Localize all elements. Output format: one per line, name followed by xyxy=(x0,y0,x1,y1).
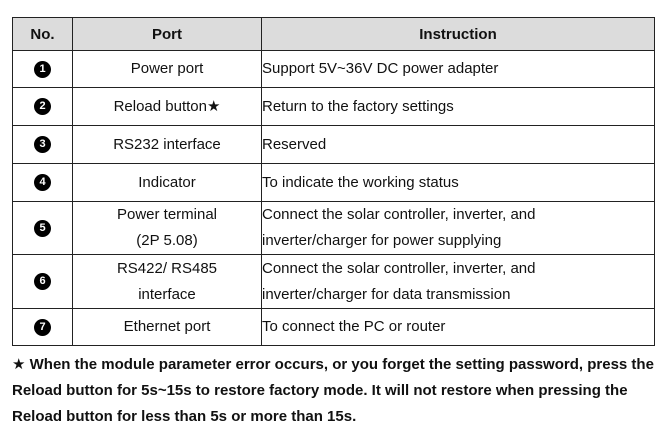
table-row: 1 Power port Support 5V~36V DC power ada… xyxy=(12,50,655,88)
table-row: 5 Power terminal(2P 5.08) Connect the so… xyxy=(12,201,655,255)
star-icon: ★ xyxy=(12,356,26,373)
port-name: RS232 interface xyxy=(72,125,262,164)
port-instruction: Return to the factory settings xyxy=(261,87,655,126)
port-name: Reload button★ xyxy=(72,87,262,126)
number-badge: 1 xyxy=(34,60,51,78)
number-badge: 3 xyxy=(34,136,51,154)
port-name: Ethernet port xyxy=(72,308,262,346)
header-no: No. xyxy=(12,17,73,51)
port-instruction: Connect the solar controller, inverter, … xyxy=(261,254,655,309)
table-row: 3 RS232 interface Reserved xyxy=(12,125,655,164)
table-row: 4 Indicator To indicate the working stat… xyxy=(12,163,655,202)
number-badge: 7 xyxy=(34,318,51,336)
port-instruction: Support 5V~36V DC power adapter xyxy=(261,50,655,88)
header-port: Port xyxy=(72,17,262,51)
footnote-text: When the module parameter error occurs, … xyxy=(12,356,654,425)
port-name: Indicator xyxy=(72,163,262,202)
table-row: 7 Ethernet port To connect the PC or rou… xyxy=(12,308,655,346)
number-badge: 6 xyxy=(34,273,51,291)
port-instruction: Connect the solar controller, inverter, … xyxy=(261,201,655,255)
table-row: 2 Reload button★ Return to the factory s… xyxy=(12,87,655,126)
number-badge: 4 xyxy=(34,174,51,192)
port-instruction: To indicate the working status xyxy=(261,163,655,202)
port-name: Power port xyxy=(72,50,262,88)
ports-table: No. Port Instruction 1 Power port Suppor… xyxy=(12,17,655,346)
port-instruction: Reserved xyxy=(261,125,655,164)
number-badge: 2 xyxy=(34,98,51,116)
table-header-row: No. Port Instruction xyxy=(12,17,655,51)
port-name: Power terminal(2P 5.08) xyxy=(72,201,262,255)
footnote: ★ When the module parameter error occurs… xyxy=(12,352,657,430)
port-instruction: To connect the PC or router xyxy=(261,308,655,346)
number-badge: 5 xyxy=(34,219,51,237)
header-instruction: Instruction xyxy=(261,17,655,51)
